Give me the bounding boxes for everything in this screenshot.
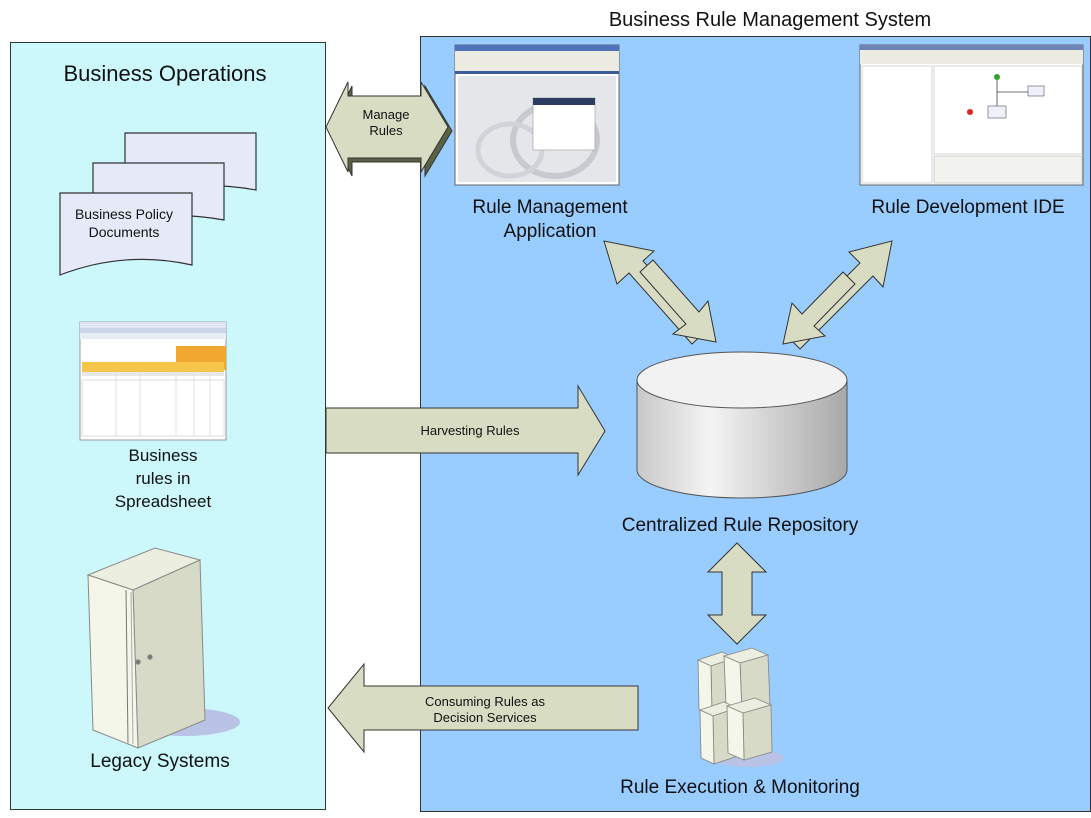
rule-development-ide-screenshot bbox=[859, 44, 1084, 186]
spreadsheet-label: Business rules in Spreadsheet bbox=[114, 446, 212, 511]
repository-cylinder-icon bbox=[636, 351, 848, 499]
brms-title: Business Rule Management System bbox=[608, 9, 932, 31]
repository-execution-arrow bbox=[706, 542, 768, 645]
repository-label: Centralized Rule Repository bbox=[621, 515, 859, 536]
execution-label: Rule Execution & Monitoring bbox=[620, 777, 860, 798]
policy-documents-label: Business Policy Documents bbox=[74, 206, 174, 240]
business-operations-title: Business Operations bbox=[63, 61, 267, 86]
policy-documents-icon bbox=[59, 132, 257, 276]
legacy-server-icon bbox=[86, 547, 240, 749]
manage-rules-arrow bbox=[325, 80, 453, 178]
consuming-rules-arrow bbox=[327, 662, 639, 754]
rma-repository-arrow bbox=[603, 240, 717, 345]
rule-management-app-screenshot bbox=[454, 44, 620, 186]
legacy-systems-label: Legacy Systems bbox=[90, 751, 230, 772]
consuming-rules-label: Consuming Rules as Decision Services bbox=[425, 694, 545, 725]
ide-label: Rule Development IDE bbox=[871, 197, 1065, 218]
spreadsheet-thumbnail bbox=[79, 321, 227, 441]
harvesting-rules-arrow bbox=[325, 384, 606, 477]
ide-repository-arrow bbox=[782, 240, 893, 350]
rma-label: Rule Management Application bbox=[472, 197, 628, 242]
harvesting-rules-label: Harvesting Rules bbox=[420, 423, 520, 438]
manage-rules-label: Manage Rules bbox=[362, 107, 410, 138]
execution-servers-icon bbox=[696, 647, 784, 767]
